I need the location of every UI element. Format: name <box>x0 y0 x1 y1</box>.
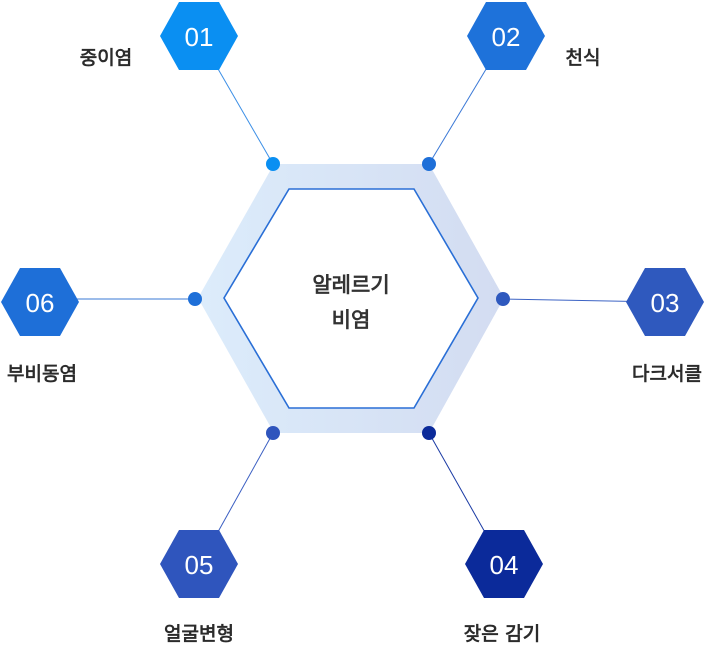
item-04: 04 잦은 감기 <box>464 530 543 645</box>
item-label-03: 다크서클 <box>632 363 702 385</box>
item-label-06: 부비동염 <box>7 363 77 385</box>
dot-02 <box>422 157 436 171</box>
hex-number-06: 06 <box>26 288 55 318</box>
dot-04 <box>422 426 436 440</box>
hex-badge-02 <box>467 2 545 70</box>
item-label-05: 얼굴변형 <box>164 623 234 645</box>
center-hexagon: 알레르기 비염 <box>198 164 504 433</box>
item-06: 06 부비동염 <box>1 268 79 385</box>
hex-badge-04 <box>465 530 543 598</box>
hex-number-01: 01 <box>185 22 214 52</box>
dot-01 <box>266 157 280 171</box>
item-label-02: 천식 <box>566 47 601 69</box>
ring-dots <box>188 157 510 440</box>
item-02: 02 천식 <box>467 2 600 70</box>
dot-03 <box>496 292 510 306</box>
hex-badge-03 <box>626 268 704 336</box>
center-title-line1: 알레르기 <box>312 273 389 297</box>
hex-badge-06 <box>1 268 79 336</box>
item-01: 01 중이염 <box>80 2 238 70</box>
center-title-line2: 비염 <box>332 308 371 332</box>
dot-06 <box>188 292 202 306</box>
dot-05 <box>266 426 280 440</box>
item-03: 03 다크서클 <box>626 268 704 385</box>
item-label-01: 중이염 <box>80 47 132 69</box>
hex-number-05: 05 <box>185 550 214 580</box>
hex-number-03: 03 <box>651 288 680 318</box>
item-05: 05 얼굴변형 <box>160 530 238 645</box>
center-inner-fill <box>223 188 479 409</box>
hex-number-04: 04 <box>490 550 519 580</box>
hex-badge-05 <box>160 530 238 598</box>
hex-badge-01 <box>160 2 238 70</box>
hex-number-02: 02 <box>492 22 521 52</box>
item-label-04: 잦은 감기 <box>464 623 541 645</box>
